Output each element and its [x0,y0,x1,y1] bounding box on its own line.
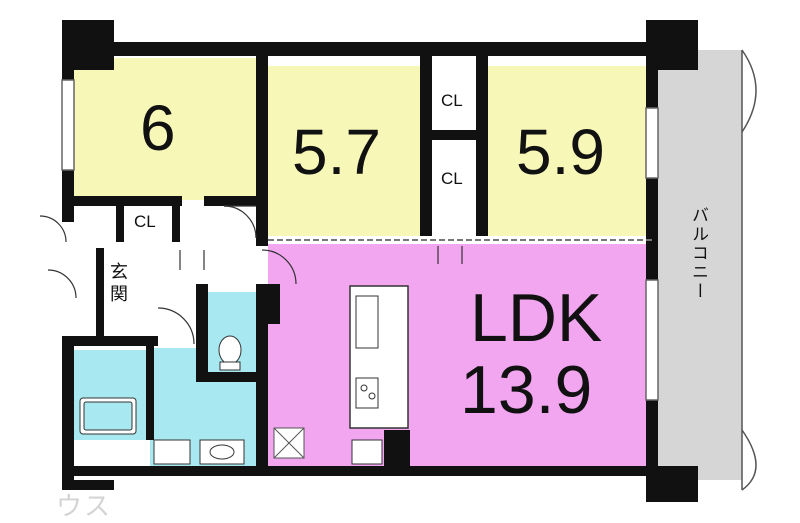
room-western-mid-size: 5.7 [292,116,381,188]
closet-label-3: CL [441,169,463,188]
fridge-space [351,439,383,465]
room-western-right-size: 5.9 [516,116,605,188]
room-ldk-fill [268,244,652,466]
closet-label-1: CL [134,212,156,231]
closet-box-3 [432,150,476,204]
balcony-label: バルコニー [689,206,708,301]
room-ldk-label: LDK [470,280,603,356]
watermark-text: ウス [56,491,113,521]
room-western-right-fill [488,66,652,236]
toilet-bowl [218,335,242,365]
closet-box-1 [124,206,172,236]
room-western-left-size: 6 [140,92,176,164]
closet-box-2 [432,72,476,126]
entrance-label: 玄関 [108,262,128,306]
room-ldk-size: 13.9 [460,352,593,428]
room-western-left-fill [72,58,258,200]
room-western-mid-fill [268,66,420,236]
balcony-area [658,50,742,480]
closet-label-2: CL [441,91,463,110]
